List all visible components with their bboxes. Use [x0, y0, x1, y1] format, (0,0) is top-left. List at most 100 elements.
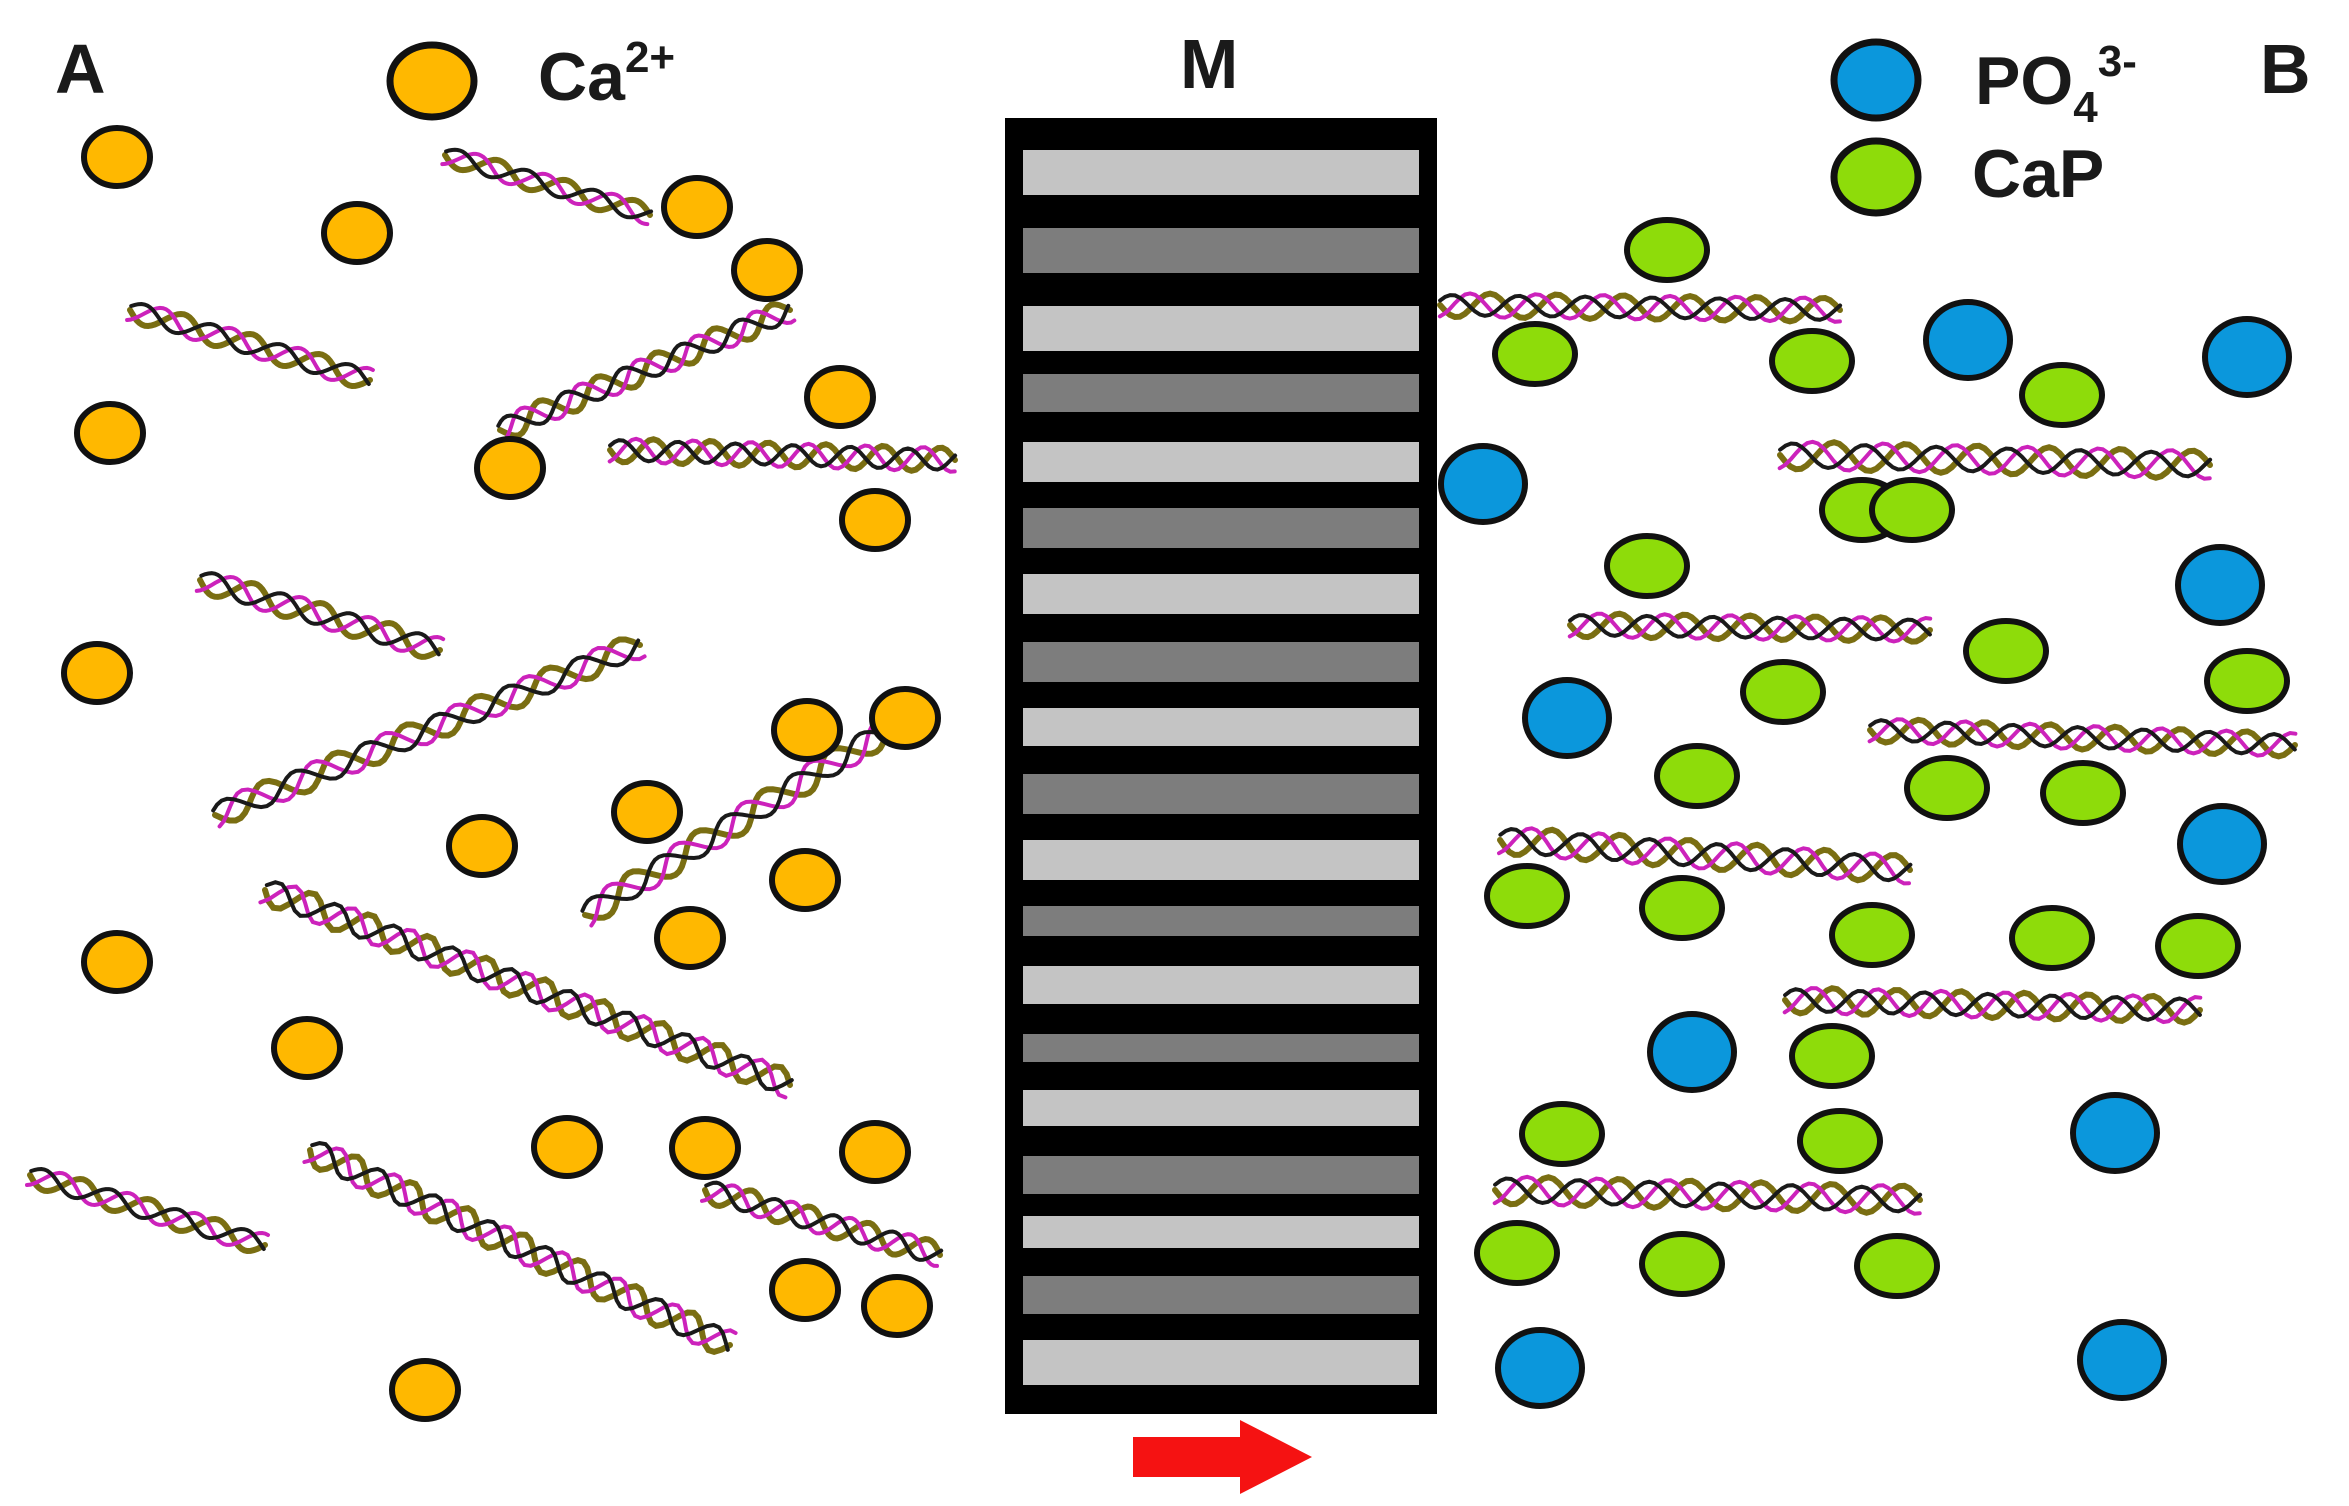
strand-fiber [262, 887, 793, 1088]
membrane-band [1023, 306, 1419, 351]
membrane-band [1023, 1216, 1419, 1248]
calcium-phosphate-particle [1854, 1233, 1940, 1299]
phosphate-ion [1647, 1011, 1737, 1093]
collagen-strand [1567, 610, 1933, 645]
legend-calcium-text: Ca2+ [538, 33, 675, 115]
flow-arrow-shaft [1133, 1437, 1243, 1477]
collagen-strand [1497, 826, 1913, 886]
membrane-band [1023, 642, 1419, 682]
membrane-band [1023, 708, 1419, 746]
collagen-strand [496, 301, 797, 443]
calcium-ion [861, 1274, 933, 1338]
strand-fiber [580, 703, 920, 913]
strand-fiber [1567, 611, 1933, 644]
legend-phosphate-text: PO43- [1975, 37, 2137, 132]
phosphate-ion [1438, 443, 1528, 525]
strand-fiber [1438, 293, 1843, 322]
legend-phosphate: PO43- [1830, 37, 2137, 132]
membrane-band [1023, 966, 1419, 1004]
strand-fiber [608, 438, 958, 472]
flow-arrow-right-icon [1133, 1420, 1312, 1494]
strand-fiber [607, 436, 957, 474]
label-side-a: A [55, 30, 106, 108]
label-membrane: M [1180, 25, 1238, 103]
collagen-strand [302, 1141, 738, 1356]
phosphate-ion-icon [1830, 38, 1922, 122]
calcium-phosphate-particle [1474, 1220, 1560, 1286]
legend-phosphate-charge: 3- [2098, 37, 2137, 86]
calcium-ion [661, 175, 733, 239]
particles [61, 125, 2292, 1422]
calcium-ion [74, 401, 146, 465]
collagen-strand [1492, 1174, 1923, 1216]
strand-fiber [1493, 1176, 1923, 1214]
strand-fiber [129, 301, 371, 386]
calcium-ion [81, 930, 153, 994]
strand-fiber [125, 305, 375, 382]
strand-fiber [702, 1187, 943, 1258]
collagen-strand [1437, 290, 1843, 325]
membrane-band [1023, 442, 1419, 482]
calcium-phosphate-particle [1869, 477, 1955, 543]
collagen-strand [211, 636, 647, 829]
strand-fiber [497, 301, 793, 439]
legend-cap-text: CaP [1972, 136, 2104, 212]
calcium-phosphate-particle [1963, 618, 2049, 684]
strand-fiber [440, 151, 650, 227]
strand-fiber [496, 303, 791, 428]
membrane-band [1023, 574, 1419, 614]
phosphate-ion [1522, 677, 1612, 759]
calcium-ion [81, 125, 153, 189]
strand-fiber [1492, 1174, 1922, 1216]
calcium-phosphate-particle [1492, 321, 1578, 387]
calcium-ion-icon [386, 41, 478, 121]
membrane-band [1023, 774, 1419, 814]
calcium-ion [769, 1258, 841, 1322]
phosphate-ion [2202, 316, 2292, 398]
membrane-band [1023, 1276, 1419, 1314]
strand-fiber [1497, 826, 1913, 884]
strand-fiber [1777, 439, 2213, 481]
calcium-phosphate-particle [2009, 905, 2095, 971]
membrane-band [1023, 228, 1419, 273]
calcium-phosphate-particle [1639, 875, 1725, 941]
calcium-ion [611, 780, 683, 844]
strand-fiber [1437, 291, 1842, 324]
collagen-strand [258, 880, 794, 1100]
collagen-strand [25, 1166, 270, 1255]
strand-fiber [212, 636, 643, 824]
legend-phosphate-sub: 4 [2073, 83, 2098, 132]
calcium-phosphate-icon [1830, 137, 1922, 217]
collagen-strand [1782, 985, 2203, 1026]
phosphate-ion [1495, 1327, 1585, 1409]
calcium-phosphate-particle [2040, 760, 2126, 826]
phosphate-ion [2077, 1319, 2167, 1401]
calcium-phosphate-particle [1797, 1108, 1883, 1174]
calcium-phosphate-particle [1639, 1231, 1725, 1297]
membrane-band [1023, 150, 1419, 195]
strand-fiber [1492, 1174, 1923, 1216]
calcium-ion [271, 1016, 343, 1080]
strand-fiber [29, 1166, 266, 1251]
calcium-ion [731, 238, 803, 302]
calcium-phosphate-particle [1604, 533, 1690, 599]
membrane [1005, 118, 1437, 1414]
collagen-strand [580, 703, 929, 928]
calcium-phosphate-particle [1769, 328, 1855, 394]
calcium-phosphate-particle [1624, 217, 1710, 283]
calcium-phosphate-particle [1829, 902, 1915, 968]
phosphate-ion [1923, 299, 2013, 381]
calcium-phosphate-particle [1789, 1023, 1875, 1089]
collagen-strand [1867, 716, 2298, 760]
calcium-phosphate-particle [1484, 863, 1570, 929]
calcium-ion [839, 488, 911, 552]
collagen-strand [194, 571, 446, 660]
calcium-ion [61, 641, 133, 705]
strand-fiber [582, 704, 923, 921]
legend-calcium-base: Ca [538, 39, 626, 115]
calcium-phosphate-particle [1740, 659, 1826, 725]
strand-fiber [307, 1147, 733, 1356]
strand-fiber [589, 717, 929, 928]
legend-phosphate-base: PO [1975, 43, 2073, 119]
membrane-band [1023, 906, 1419, 936]
